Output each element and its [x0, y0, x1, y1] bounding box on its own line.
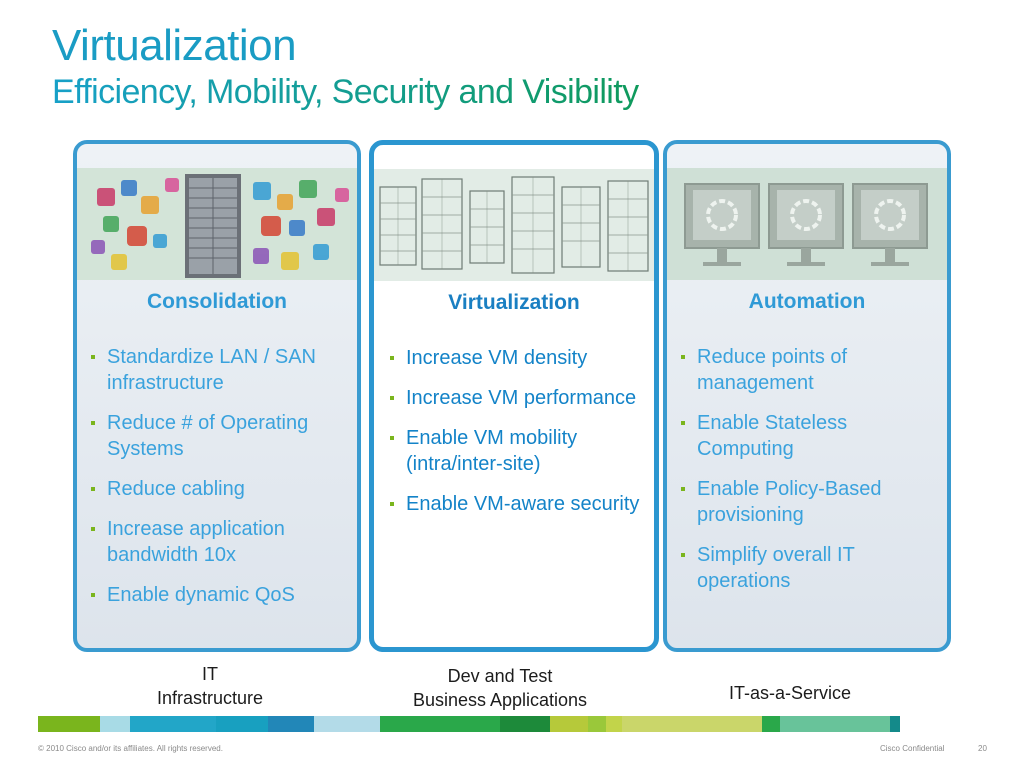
bullet-item: Reduce # of Operating Systems: [87, 410, 347, 462]
stripe-segment: [606, 716, 622, 732]
stripe-segment: [380, 716, 500, 732]
bullet-item: Enable VM-aware security: [386, 491, 644, 517]
bullet-square-icon: [91, 355, 95, 359]
slide-title: Virtualization: [52, 21, 297, 70]
stripe-segment: [890, 716, 900, 732]
automation-panel: Automation Reduce points of management E…: [663, 140, 951, 652]
bullet-square-icon: [390, 436, 394, 440]
bullet-item: Enable Stateless Computing: [677, 410, 939, 462]
stripe-segment: [38, 716, 100, 732]
consolidation-bullet-list: Standardize LAN / SAN infrastructure Red…: [87, 344, 347, 622]
monitors-refresh-image: [667, 168, 947, 280]
caption-it-as-a-service: IT-as-a-Service: [728, 683, 852, 703]
stripe-segment: [780, 716, 890, 732]
virtualization-bullet-list: Increase VM density Increase VM performa…: [386, 345, 644, 531]
server-racks-image: [374, 169, 654, 281]
bullet-item: Simplify overall IT operations: [677, 542, 939, 594]
stripe-segment: [588, 716, 606, 732]
bullet-item: Reduce points of management: [677, 344, 939, 396]
bullet-square-icon: [681, 553, 685, 557]
bullet-square-icon: [390, 502, 394, 506]
copyright-text: © 2010 Cisco and/or its affiliates. All …: [38, 744, 223, 753]
stripe-segment: [100, 716, 130, 732]
stripe-segment: [762, 716, 780, 732]
bullet-item: Increase application bandwidth 10x: [87, 516, 347, 568]
bullet-square-icon: [91, 487, 95, 491]
bullet-square-icon: [681, 421, 685, 425]
bullet-item: Increase VM density: [386, 345, 644, 371]
stripe-segment: [216, 716, 268, 732]
caption-it-infrastructure: IT Infrastructure: [156, 664, 264, 708]
bullet-item: Reduce cabling: [87, 476, 347, 502]
consolidation-panel: Consolidation Standardize LAN / SAN infr…: [73, 140, 361, 652]
bullet-square-icon: [91, 527, 95, 531]
bullet-item: Increase VM performance: [386, 385, 644, 411]
stripe-segment: [268, 716, 314, 732]
virtualization-panel: Virtualization Increase VM density Incre…: [369, 140, 659, 652]
bullet-item: Enable dynamic QoS: [87, 582, 347, 608]
confidential-label: Cisco Confidential: [880, 744, 945, 753]
automation-heading: Automation: [748, 290, 866, 313]
stripe-segment: [622, 716, 762, 732]
page-number: 20: [978, 744, 987, 753]
virtualization-heading: Virtualization: [448, 291, 580, 314]
bullet-item: Standardize LAN / SAN infrastructure: [87, 344, 347, 396]
bullet-square-icon: [91, 593, 95, 597]
bullet-square-icon: [390, 356, 394, 360]
caption-dev-test-business-apps: Dev and Test Business Applications: [412, 666, 588, 710]
bullet-square-icon: [681, 487, 685, 491]
bullet-square-icon: [390, 396, 394, 400]
automation-bullet-list: Reduce points of management Enable State…: [677, 344, 939, 608]
slide-subtitle: Efficiency, Mobility, Security and Visib…: [52, 73, 639, 111]
stripe-segment: [130, 716, 216, 732]
bullet-square-icon: [91, 421, 95, 425]
app-icons-server-image: [77, 168, 357, 280]
bullet-square-icon: [681, 355, 685, 359]
stripe-segment: [314, 716, 380, 732]
bullet-item: Enable Policy-Based provisioning: [677, 476, 939, 528]
stripe-segment: [500, 716, 550, 732]
color-stripe-bar: [38, 716, 986, 732]
bullet-item: Enable VM mobility (intra/inter-site): [386, 425, 644, 477]
stripe-segment: [550, 716, 588, 732]
consolidation-heading: Consolidation: [147, 290, 287, 313]
